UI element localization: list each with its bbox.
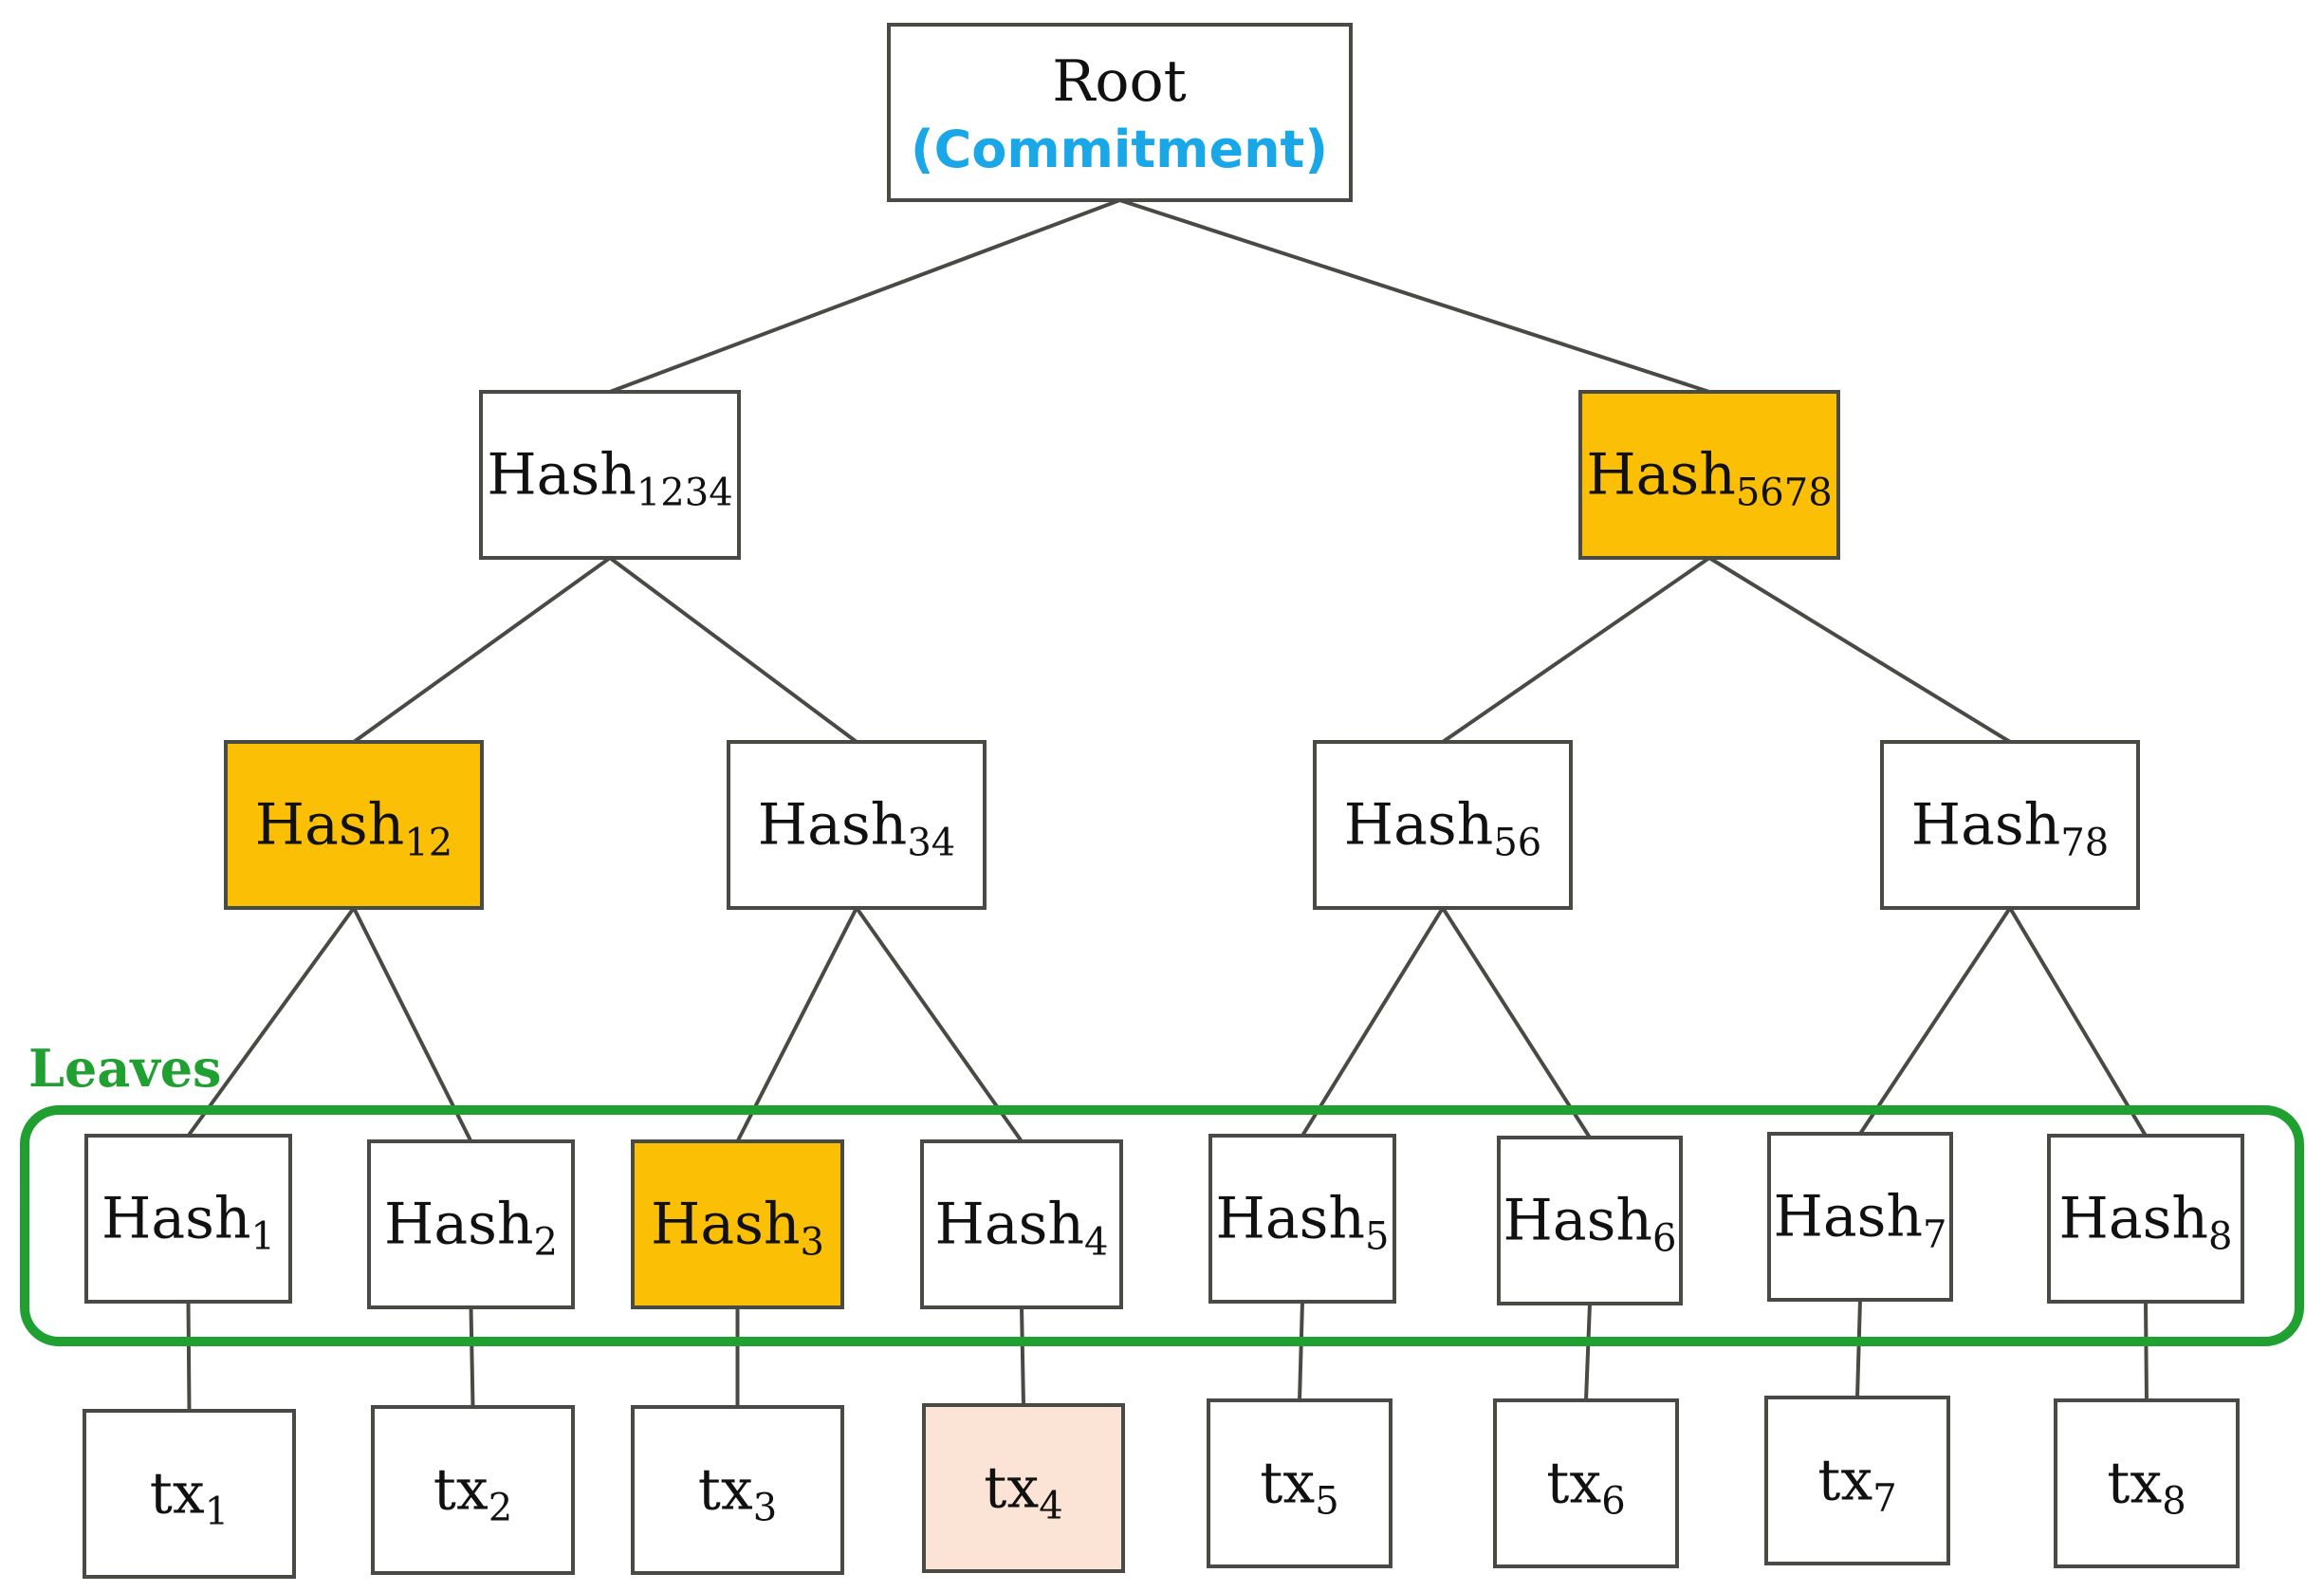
node-hash8: Hash8 [2047, 1134, 2244, 1304]
edge-hash78-hash7 [1858, 906, 2012, 1136]
node-hash4: Hash4 [920, 1139, 1123, 1309]
node-box-hash78 [1880, 740, 2140, 910]
leaves-group-frame [20, 1105, 2304, 1346]
node-box-hash5678 [1578, 390, 1840, 560]
edge-hash12-hash2 [352, 907, 473, 1142]
node-hash2: Hash2 [367, 1139, 575, 1309]
node-label-tx4: tx4 [984, 1455, 1062, 1528]
leaves-label: Leaves [28, 1038, 221, 1099]
edge-hash5678-hash56 [1441, 556, 1711, 744]
node-box-tx2 [371, 1405, 575, 1575]
node-tx7: tx7 [1764, 1396, 1950, 1565]
node-label-hash7: Hash7 [1774, 1184, 1947, 1257]
edge-hash1-tx1 [186, 1301, 192, 1412]
node-box-hash3 [631, 1139, 844, 1309]
edge-hash5678-hash78 [1707, 556, 2012, 744]
edge-hash7-tx7 [1855, 1299, 1862, 1398]
node-tx6: tx6 [1493, 1398, 1679, 1568]
edge-hash56-hash5 [1300, 906, 1445, 1138]
node-box-hash4 [920, 1139, 1123, 1309]
node-box-hash1 [84, 1134, 292, 1304]
node-box-tx8 [2054, 1398, 2240, 1568]
edge-hash56-hash6 [1441, 906, 1592, 1139]
node-box-tx1 [83, 1409, 296, 1579]
node-label-tx7: tx7 [1817, 1448, 1896, 1521]
node-hash1: Hash1 [84, 1134, 292, 1304]
node-hash12: Hash12 [224, 740, 484, 910]
node-label-hash5678: Hash5678 [1586, 442, 1832, 515]
node-tx2: tx2 [371, 1405, 575, 1575]
edge-hash34-hash3 [735, 907, 858, 1142]
edge-hash8-tx8 [2144, 1301, 2149, 1401]
node-hash1234: Hash1234 [479, 390, 741, 560]
node-label-hash1: Hash1 [101, 1186, 275, 1259]
node-box-tx6 [1493, 1398, 1679, 1568]
node-tx3: tx3 [631, 1405, 844, 1575]
node-label-hash8: Hash8 [2059, 1186, 2233, 1259]
node-hash5678: Hash5678 [1578, 390, 1840, 560]
node-box-tx3 [631, 1405, 844, 1575]
node-tx5: tx5 [1207, 1398, 1393, 1568]
node-hash7: Hash7 [1767, 1132, 1953, 1302]
node-box-hash56 [1313, 740, 1573, 910]
node-label-tx3: tx3 [698, 1457, 777, 1530]
edge-hash5-tx5 [1298, 1301, 1304, 1401]
node-box-tx7 [1764, 1396, 1950, 1565]
node-label-hash34: Hash34 [758, 792, 955, 865]
edges [186, 198, 2149, 1412]
edge-root-hash1234 [609, 198, 1121, 394]
edge-hash2-tx2 [469, 1306, 475, 1408]
node-box-hash2 [367, 1139, 575, 1309]
edge-hash34-hash4 [855, 906, 1024, 1143]
node-hash56: Hash56 [1313, 740, 1573, 910]
node-label-tx1: tx1 [150, 1461, 229, 1534]
node-hash3: Hash3 [631, 1139, 844, 1309]
edge-hash78-hash8 [2008, 906, 2148, 1138]
node-tx8: tx8 [2054, 1398, 2240, 1568]
node-box-tx5 [1207, 1398, 1393, 1568]
edge-hash6-tx6 [1584, 1303, 1592, 1401]
node-label-hash3: Hash3 [651, 1192, 824, 1265]
root-node: Root (Commitment) [887, 23, 1353, 202]
node-label-hash56: Hash56 [1344, 792, 1541, 865]
node-box-hash5 [1208, 1134, 1396, 1304]
node-box-hash6 [1497, 1136, 1683, 1305]
node-hash5: Hash5 [1208, 1134, 1396, 1304]
edge-hash1234-hash12 [352, 556, 612, 744]
node-label-tx6: tx6 [1546, 1451, 1625, 1524]
node-box-hash7 [1767, 1132, 1953, 1302]
node-hash34: Hash34 [727, 740, 987, 910]
node-box-hash34 [727, 740, 987, 910]
node-hash6: Hash6 [1497, 1136, 1683, 1305]
node-label-hash6: Hash6 [1503, 1188, 1677, 1261]
node-label-hash1234: Hash1234 [487, 442, 732, 515]
node-box-hash12 [224, 740, 484, 910]
root-label: Root [1052, 48, 1187, 115]
node-label-tx5: tx5 [1260, 1451, 1338, 1524]
node-box-hash8 [2047, 1134, 2244, 1304]
node-box-tx4 [922, 1403, 1125, 1573]
root-commitment-label: (Commitment) [911, 120, 1328, 179]
edge-hash4-tx4 [1020, 1306, 1025, 1406]
node-box-hash1234 [479, 390, 741, 560]
node-tx4: tx4 [922, 1403, 1125, 1573]
node-label-hash2: Hash2 [384, 1192, 558, 1265]
node-label-hash4: Hash4 [935, 1192, 1109, 1265]
node-label-hash5: Hash5 [1216, 1186, 1390, 1259]
root-box [887, 23, 1353, 202]
edge-hash1234-hash34 [608, 556, 858, 744]
node-label-hash12: Hash12 [255, 792, 452, 865]
edge-root-hash5678 [1118, 198, 1710, 394]
node-label-tx8: tx8 [2107, 1451, 2186, 1524]
node-tx1: tx1 [83, 1409, 296, 1579]
node-label-hash78: Hash78 [1911, 792, 2109, 865]
edge-hash12-hash1 [186, 906, 356, 1138]
node-hash78: Hash78 [1880, 740, 2140, 910]
node-label-tx2: tx2 [433, 1457, 512, 1530]
